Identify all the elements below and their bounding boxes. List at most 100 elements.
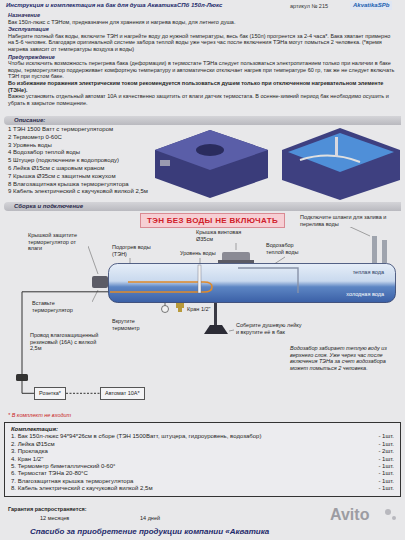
part-item: 4 Водозабор теплой воды — [8, 149, 150, 157]
socket-box: Розетка* — [34, 387, 66, 400]
heater-element — [110, 282, 212, 292]
part-item: 1 ТЭН 1500 Ватт с терморегулятором — [8, 126, 150, 134]
callout-label: Вкрутите термометр — [112, 318, 158, 331]
water — [288, 133, 394, 172]
callout-label: артикул № 215 — [290, 3, 328, 10]
tap — [176, 303, 184, 308]
shower-pipe — [214, 303, 217, 325]
contents-row: 2. Лейка Ø15см - 1шт. — [11, 441, 394, 448]
callout-label: Соберите душевую лейку и вкрутите её в б… — [236, 322, 302, 335]
box-heading: Комплектация: — [11, 426, 394, 433]
tank-cutaway — [282, 128, 400, 200]
callout-label: Avito — [330, 506, 369, 524]
breaker-box: Автомат 10А* — [100, 387, 145, 400]
part-item: 9 Кабель электрический с каучуковой вилк… — [8, 188, 150, 196]
callout-label: Крышка винтовая Ø35см — [196, 229, 248, 242]
tap — [178, 308, 182, 312]
contents-row: 5. Термометр биметаллический 0-60° - 1шт. — [11, 463, 394, 470]
hose-fitting — [382, 240, 387, 263]
paragraph: Во избежание поражения электрическим ток… — [8, 80, 397, 93]
tank-body — [155, 130, 268, 198]
paragraph: Важно установить отдельный автомат 10А и… — [8, 93, 397, 106]
paragraph: Бак 150л-люкс с ТЭНом, предназначен для … — [8, 19, 397, 26]
text-column: НазначениеБак 150л-люкс с ТЭНом, предназ… — [8, 11, 397, 106]
callout-label: Гарантия распространяется: — [8, 506, 87, 513]
contents-row: 4. Кран 1/2" - 1шт. — [11, 456, 394, 463]
quantity: - 1шт. — [372, 456, 394, 463]
hose-fitting — [372, 236, 377, 263]
contents-row: 6. Термостат ТЭНа 20-80°С- 1шт. — [11, 470, 394, 477]
logo-dot — [385, 509, 391, 515]
callout-label: * В комплект не входит — [8, 412, 71, 419]
node-text: Автомат 10А* — [105, 390, 140, 397]
tank-body: теплая вода холодная вода — [108, 263, 396, 303]
part-item: 5 Штуцер (подключение к водопроводу) — [8, 157, 150, 165]
paragraph: Наберите полный бак воды, включите ТЭН и… — [8, 33, 397, 53]
contents-item: 5. Термометр биметаллический 0-60° — [11, 463, 115, 470]
section-heading: Назначение — [8, 12, 397, 19]
page-title: Инструкция и комплектация на бак для душ… — [6, 2, 222, 9]
callout-label: Водозабор теплой воды — [266, 242, 312, 255]
callout-label: Провод влагозащищенный резиновый (16А) с… — [30, 332, 100, 352]
callout-label: 12 месяцев — [40, 515, 69, 522]
part-item: 7 Крышка Ø35см с защитным кожухом — [8, 173, 150, 181]
cable-line — [22, 292, 108, 394]
callout-label: Водозабор забирает теплую воду из верхне… — [290, 345, 398, 371]
avito-logo — [385, 509, 396, 520]
contents-item: 7. Влагозащитная крышка терморегулятора — [11, 478, 133, 485]
leader-line — [229, 330, 234, 331]
paragraph: Чтобы исключить возможность перегрева ба… — [8, 60, 397, 80]
tank-top — [155, 130, 268, 170]
tank-photo — [155, 130, 268, 198]
contents-item: 8. Кабель электрический с каучуковой вил… — [11, 485, 153, 492]
quantity: - 1шт. — [372, 478, 394, 485]
part-item: 6 Лейка Ø15см с шаровым краном — [8, 165, 150, 173]
leader-line — [88, 246, 98, 274]
contents-item: 3. Прокладка — [11, 448, 48, 455]
callout-label: Спасибо за приобретение продукции компан… — [30, 527, 269, 536]
contents-item: 2. Лейка Ø15см — [11, 441, 55, 448]
callout-label: Подогрев воды (ТЭН) — [112, 244, 154, 257]
quantity: - 1шт. — [372, 485, 394, 492]
contents-item: 1. Бак 150л-люкс 94*94*26см в сборе (ТЭН… — [11, 433, 261, 440]
zone-label: холодная вода — [346, 291, 384, 298]
section-bar: Описание: — [4, 116, 401, 125]
quantity: - 1шт. — [372, 463, 394, 470]
callout-label: Подключите шланги для залива и перелива … — [300, 214, 398, 227]
section-heading: Эксплуатация — [8, 26, 397, 33]
contents-item: 6. Термостат ТЭНа 20-80°С — [11, 470, 88, 477]
lid-rim — [218, 260, 254, 263]
water-intake — [238, 268, 298, 293]
logo-dot — [392, 516, 396, 520]
thermostat — [160, 160, 170, 166]
section-bar: Сборка и подключение — [4, 202, 401, 211]
zone-label: теплая вода — [353, 269, 384, 276]
node-text: Сборка и подключение — [14, 202, 401, 211]
parts-list: 1 ТЭН 1500 Ватт с терморегулятором2 Терм… — [8, 126, 150, 196]
part-item: 8 Влагозащитная крышка терморегулятора — [8, 181, 150, 189]
tank-body — [282, 128, 400, 200]
tank-lid — [196, 144, 224, 156]
quantity: - 1шт. — [372, 441, 394, 448]
callout-label: AkvatikaSPb — [350, 1, 392, 10]
callout-label: 14 дней — [140, 515, 160, 522]
part-item: 2 Термометр 0-60С — [8, 134, 150, 142]
level-tube — [198, 265, 201, 293]
shower-head — [204, 325, 228, 334]
contents-row: 1. Бак 150л-люкс 94*94*26см в сборе (ТЭН… — [11, 433, 394, 440]
callout-label: Вставьте терморегулятор — [32, 300, 92, 313]
contents-row: 3. Прокладка- 2шт. — [11, 448, 394, 455]
tank-shell — [109, 264, 396, 303]
contents-item: 4. Кран 1/2" — [11, 456, 43, 463]
thermostat-cover — [92, 276, 108, 288]
thermometer — [162, 306, 169, 313]
contents-row: 7. Влагозащитная крышка терморегулятора -… — [11, 478, 394, 485]
cable-line — [66, 393, 100, 394]
part-item: 3 Уровень воды — [8, 142, 150, 150]
callout-label: Кран 1/2" — [187, 306, 211, 313]
contents-row: 8. Кабель электрический с каучуковой вил… — [11, 485, 394, 492]
section-heading: Предупреждение — [8, 54, 397, 61]
node-text: Розетка* — [39, 390, 61, 397]
node-text: ТЭН БЕЗ ВОДЫ НЕ ВКЛЮЧАТЬ — [147, 216, 278, 225]
leader-line — [236, 243, 237, 250]
